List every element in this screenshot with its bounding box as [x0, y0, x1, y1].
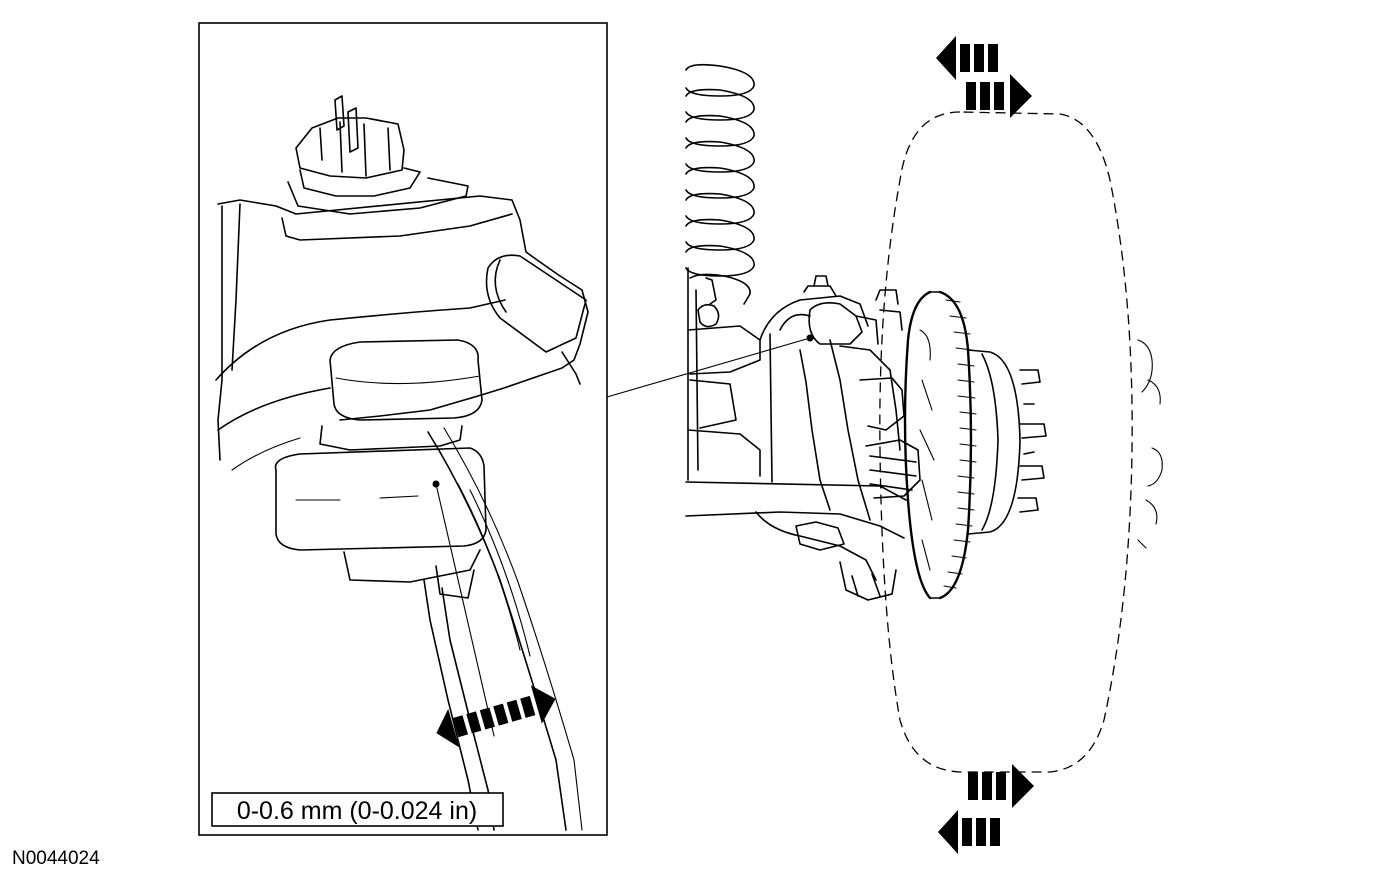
tire-bottom-arrows-icon — [938, 764, 1034, 854]
lower-control-arm — [685, 481, 907, 601]
measurement-label-box: 0-0.6 mm (0-0.024 in) — [211, 792, 504, 827]
tire-bottom-arrow-right-icon — [968, 764, 1034, 808]
wheel-hub — [967, 349, 1047, 535]
steering-knuckle — [759, 275, 921, 521]
measurement-label: 0-0.6 mm (0-0.024 in) — [237, 797, 477, 825]
detail-double-arrow-icon — [436, 685, 556, 748]
tire-top-arrows-icon — [936, 36, 1032, 118]
figure-id: N0044024 — [12, 848, 100, 869]
castle-nut — [287, 95, 469, 215]
detail-inset: 0-0.6 mm (0-0.024 in) — [198, 22, 608, 836]
tire-top-arrow-right-icon — [966, 74, 1032, 118]
knuckle-body — [215, 195, 589, 471]
tire-top-arrow-left-icon — [936, 36, 998, 80]
brake-rotor — [903, 290, 977, 600]
callout-target-point — [806, 334, 814, 342]
strut-body — [687, 267, 761, 481]
suspension-assembly — [685, 36, 1163, 854]
callout-leader — [606, 337, 811, 398]
tire-outline — [879, 111, 1163, 773]
measurement-leader — [435, 483, 495, 737]
ball-joint — [274, 339, 487, 599]
coil-spring — [685, 63, 755, 305]
tire-bottom-arrow-left-icon — [938, 810, 1000, 854]
